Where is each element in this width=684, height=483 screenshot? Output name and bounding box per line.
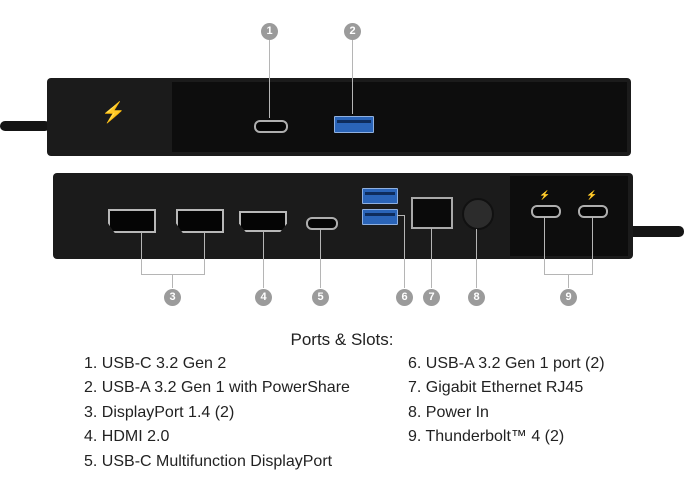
ports-heading: Ports & Slots: (290, 330, 394, 349)
callout-9-bracket-right (592, 217, 593, 274)
callout-badge-1: 1 (261, 23, 278, 40)
list-item: 6. USB-A 3.2 Gen 1 port (2) (408, 355, 605, 372)
list-item: 3. DisplayPort 1.4 (2) (84, 403, 235, 421)
callout-badge-9: 9 (560, 289, 577, 306)
front-cable (0, 121, 50, 131)
callout-badge-3: 3 (164, 289, 181, 306)
list-item: 5. USB-C Multifunction DisplayPort (84, 452, 333, 470)
callout-7-lead (431, 228, 432, 288)
callout-8-lead (476, 229, 477, 288)
list-item: 7. Gigabit Ethernet RJ45 (408, 379, 584, 397)
displayport-2 (176, 209, 224, 233)
callout-5-lead (320, 229, 321, 288)
thunderbolt-port-1 (531, 205, 561, 218)
callout-3-bracket-base (141, 274, 205, 275)
callout-9-bracket-left (544, 217, 545, 274)
callout-6-elbow (397, 215, 405, 216)
rear-usb-a-port-2 (362, 209, 398, 225)
ports-list-left: 1. USB-C 3.2 Gen 2 2. USB-A 3.2 Gen 1 wi… (84, 352, 350, 474)
front-panel (172, 82, 627, 152)
callout-4-lead (263, 231, 264, 288)
callout-3-lead (172, 274, 173, 288)
callout-badge-4: 4 (255, 289, 272, 306)
callout-1-lead (269, 40, 270, 118)
hdmi-port (239, 211, 287, 232)
list-item: 1. USB-C 3.2 Gen 2 (84, 355, 227, 372)
callout-badge-7: 7 (423, 289, 440, 306)
callout-2-lead (352, 40, 353, 114)
power-in-port (462, 198, 494, 230)
callout-badge-2: 2 (344, 23, 361, 40)
front-usb-c-port (254, 120, 288, 133)
callout-badge-6: 6 (396, 289, 413, 306)
thunderbolt-logo-icon: ⚡ (101, 102, 126, 124)
rear-cable (628, 226, 684, 237)
list-item: 2. USB-A 3.2 Gen 1 with PowerShare (84, 379, 350, 397)
rear-tb-panel (510, 176, 628, 256)
callout-9-lead (568, 274, 569, 288)
thunderbolt-port-1-icon: ⚡ (539, 190, 551, 200)
list-item: 8. Power In (408, 403, 489, 421)
rear-usb-a-port-1 (362, 188, 398, 204)
callout-badge-8: 8 (468, 289, 485, 306)
displayport-1 (108, 209, 156, 233)
rear-usb-c-dp-port (306, 217, 338, 230)
callout-6-lead (404, 215, 405, 288)
front-usb-a-port (334, 116, 374, 133)
ethernet-port (411, 197, 453, 229)
ports-list-right: 6. USB-A 3.2 Gen 1 port (2) 7. Gigabit E… (408, 352, 605, 450)
list-item: 4. HDMI 2.0 (84, 428, 170, 446)
callout-3-bracket-right (204, 232, 205, 274)
list-item: 9. Thunderbolt™ 4 (2) (408, 428, 565, 446)
thunderbolt-port-2 (578, 205, 608, 218)
thunderbolt-port-2-icon: ⚡ (586, 190, 598, 200)
callout-badge-5: 5 (312, 289, 329, 306)
callout-3-bracket-left (141, 232, 142, 274)
